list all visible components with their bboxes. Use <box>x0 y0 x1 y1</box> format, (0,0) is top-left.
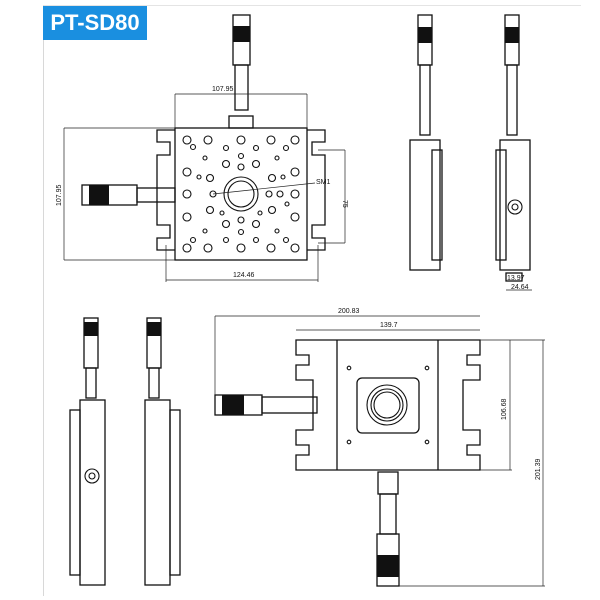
bottom-view: 200.83 139.7 106.68 201.39 <box>214 308 545 587</box>
mounting-hole <box>182 212 192 222</box>
thread-label: SM1 <box>316 179 331 186</box>
mounting-hole <box>196 174 202 180</box>
dim-height-left: 107.95 <box>56 184 63 206</box>
mounting-hole <box>274 228 280 234</box>
mounting-hole <box>219 210 225 216</box>
dim-thickness-total: 24.64 <box>511 284 529 291</box>
mounting-hole <box>257 210 263 216</box>
mounting-hole <box>182 135 192 145</box>
mounting-hole <box>251 219 261 229</box>
mounting-hole <box>276 190 284 198</box>
dim-width-top: 107.95 <box>212 86 234 93</box>
mounting-hole <box>237 216 245 224</box>
mounting-hole <box>290 189 300 199</box>
mounting-hole <box>274 155 280 161</box>
mounting-hole <box>182 167 192 177</box>
side-view-2: 13.97 24.64 <box>495 14 532 291</box>
mounting-hole <box>251 159 261 169</box>
mounting-hole <box>237 152 245 160</box>
side-view-3 <box>69 317 106 586</box>
mounting-hole <box>205 173 215 183</box>
mounting-hole <box>189 236 197 244</box>
mounting-hole <box>202 228 208 234</box>
drawing-frame <box>43 5 581 596</box>
mounting-hole <box>222 144 230 152</box>
mounting-hole <box>252 144 260 152</box>
mounting-hole <box>290 135 300 145</box>
mounting-hole <box>236 243 246 253</box>
mounting-hole <box>266 243 276 253</box>
dim-plate-height: 106.68 <box>501 398 508 420</box>
mounting-hole <box>267 173 277 183</box>
mounting-hole <box>237 228 245 236</box>
mounting-hole <box>205 205 215 215</box>
dim-plate-width: 139.7 <box>380 322 398 329</box>
dim-slot-spacing: 75 <box>341 200 348 208</box>
mounting-hole <box>236 135 246 145</box>
mounting-hole <box>203 243 213 253</box>
mounting-hole <box>282 236 290 244</box>
mounting-hole <box>189 143 197 151</box>
mounting-hole <box>237 163 245 171</box>
mounting-hole <box>266 135 276 145</box>
dim-overall-height: 201.39 <box>535 458 542 480</box>
top-view: SM1 107.95 107.95 75 124.46 <box>56 14 348 282</box>
mounting-hole <box>282 144 290 152</box>
side-view-4 <box>144 317 181 586</box>
left-micrometer <box>81 184 176 206</box>
mounting-hole <box>203 135 213 145</box>
mounting-hole <box>280 174 286 180</box>
mounting-hole <box>284 201 290 207</box>
product-title: PT-SD80 <box>43 6 147 40</box>
mounting-holes <box>182 135 300 253</box>
mounting-hole <box>182 243 192 253</box>
top-micrometer <box>228 14 254 129</box>
mounting-hole <box>221 159 231 169</box>
mounting-hole <box>267 205 277 215</box>
mounting-hole <box>182 189 192 199</box>
mounting-hole <box>290 212 300 222</box>
mounting-hole <box>265 190 273 198</box>
sm1-aperture-inner <box>227 180 255 208</box>
dim-mount-width: 124.46 <box>233 272 255 279</box>
mounting-hole <box>221 219 231 229</box>
mounting-hole <box>202 155 208 161</box>
mounting-hole <box>252 236 260 244</box>
dim-overall-width: 200.83 <box>338 308 360 315</box>
mounting-hole <box>290 243 300 253</box>
dim-thickness-small: 13.97 <box>507 275 525 282</box>
mounting-hole <box>290 167 300 177</box>
side-view-1 <box>409 14 443 271</box>
mounting-hole <box>222 236 230 244</box>
